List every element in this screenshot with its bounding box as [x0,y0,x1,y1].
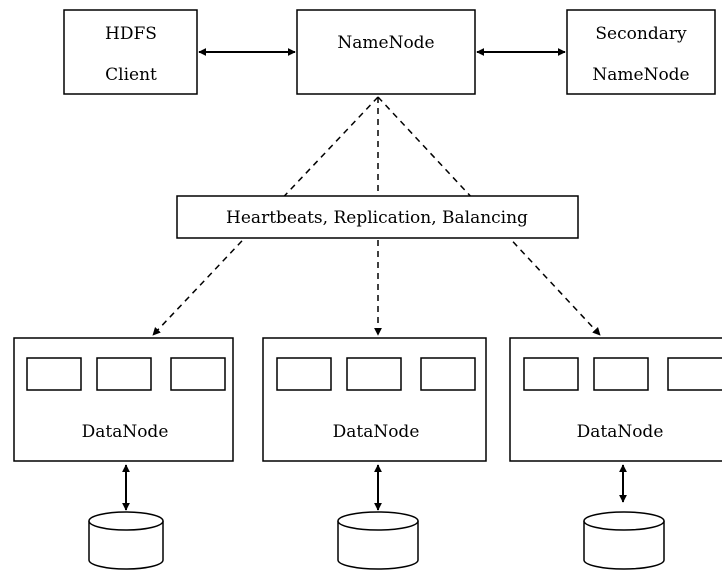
datanode-3-label: DataNode [577,422,664,442]
disk-icon [583,511,665,570]
block-slot [276,357,332,391]
namenode-label: NameNode [337,33,434,53]
block-slot [667,357,722,391]
secondary-namenode-node: Secondary NameNode [566,9,716,95]
heartbeats-replication-balancing-node: Heartbeats, Replication, Balancing [176,195,579,239]
hdfs-client-label-line1: HDFS [105,24,157,44]
secondary-namenode-label-line2: NameNode [592,65,689,85]
block-slot [523,357,579,391]
secondary-namenode-label-line1: Secondary [595,24,687,44]
block-slot [420,357,476,391]
datanode-2: DataNode [262,337,487,462]
hdfs-client-label-line2: Client [105,65,157,85]
block-slot [26,357,82,391]
datanode-2-label: DataNode [333,422,420,442]
datanode-1-label: DataNode [82,422,169,442]
block-slot [346,357,402,391]
datanode-3: DataNode [509,337,722,462]
block-slot [170,357,226,391]
disk-icon [88,511,164,570]
hdfs-client-node: HDFS Client [63,9,198,95]
datanode-1: DataNode [13,337,234,462]
services-label: Heartbeats, Replication, Balancing [226,208,528,228]
block-slot [593,357,649,391]
block-slot [96,357,152,391]
disk-icon [337,511,419,570]
namenode-node: NameNode [296,9,476,95]
